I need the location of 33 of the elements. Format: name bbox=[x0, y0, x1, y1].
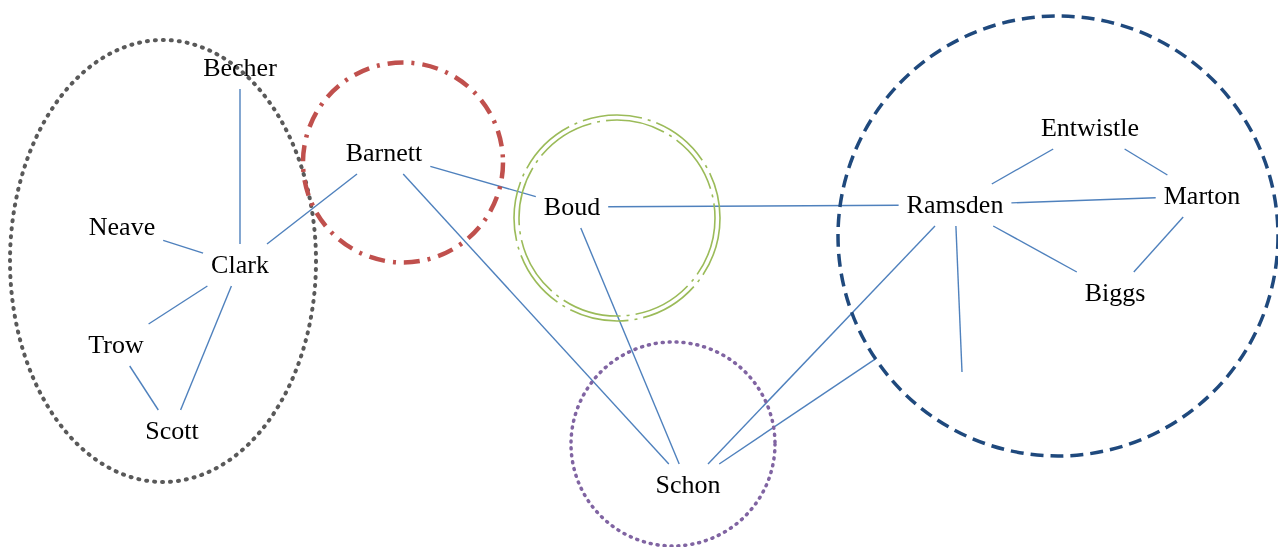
group-circle bbox=[514, 112, 720, 324]
name-label: Neave bbox=[88, 212, 156, 242]
connector-line bbox=[718, 358, 877, 465]
connector-line bbox=[429, 165, 537, 198]
connector-line bbox=[1010, 197, 1157, 204]
connector-line bbox=[707, 225, 936, 465]
connector-line bbox=[1123, 148, 1169, 176]
connector-line bbox=[147, 285, 209, 325]
connector-line bbox=[991, 148, 1054, 185]
group-ellipse bbox=[10, 40, 316, 482]
connector-line bbox=[179, 285, 233, 411]
connector-line bbox=[239, 88, 241, 245]
connector-line bbox=[607, 204, 900, 208]
name-label: Becher bbox=[203, 53, 277, 83]
name-label: Boud bbox=[543, 192, 601, 222]
group-circle bbox=[303, 60, 503, 265]
name-label: Scott bbox=[145, 416, 199, 446]
connector-line bbox=[129, 365, 159, 411]
name-label: Ramsden bbox=[906, 190, 1004, 220]
name-label: Marton bbox=[1163, 181, 1241, 211]
connector-line bbox=[580, 227, 680, 465]
connector-line bbox=[266, 173, 358, 245]
connector-line bbox=[1133, 216, 1184, 273]
name-label: Entwistle bbox=[1040, 113, 1140, 143]
name-label: Trow bbox=[88, 330, 144, 360]
name-label: Clark bbox=[211, 250, 269, 280]
connector-line bbox=[162, 239, 204, 254]
connector-line bbox=[955, 225, 963, 373]
name-label: Barnett bbox=[345, 138, 423, 168]
name-label: Biggs bbox=[1084, 278, 1146, 308]
connector-line bbox=[992, 225, 1078, 273]
connector-line bbox=[402, 173, 670, 465]
name-label: Schon bbox=[655, 470, 721, 500]
